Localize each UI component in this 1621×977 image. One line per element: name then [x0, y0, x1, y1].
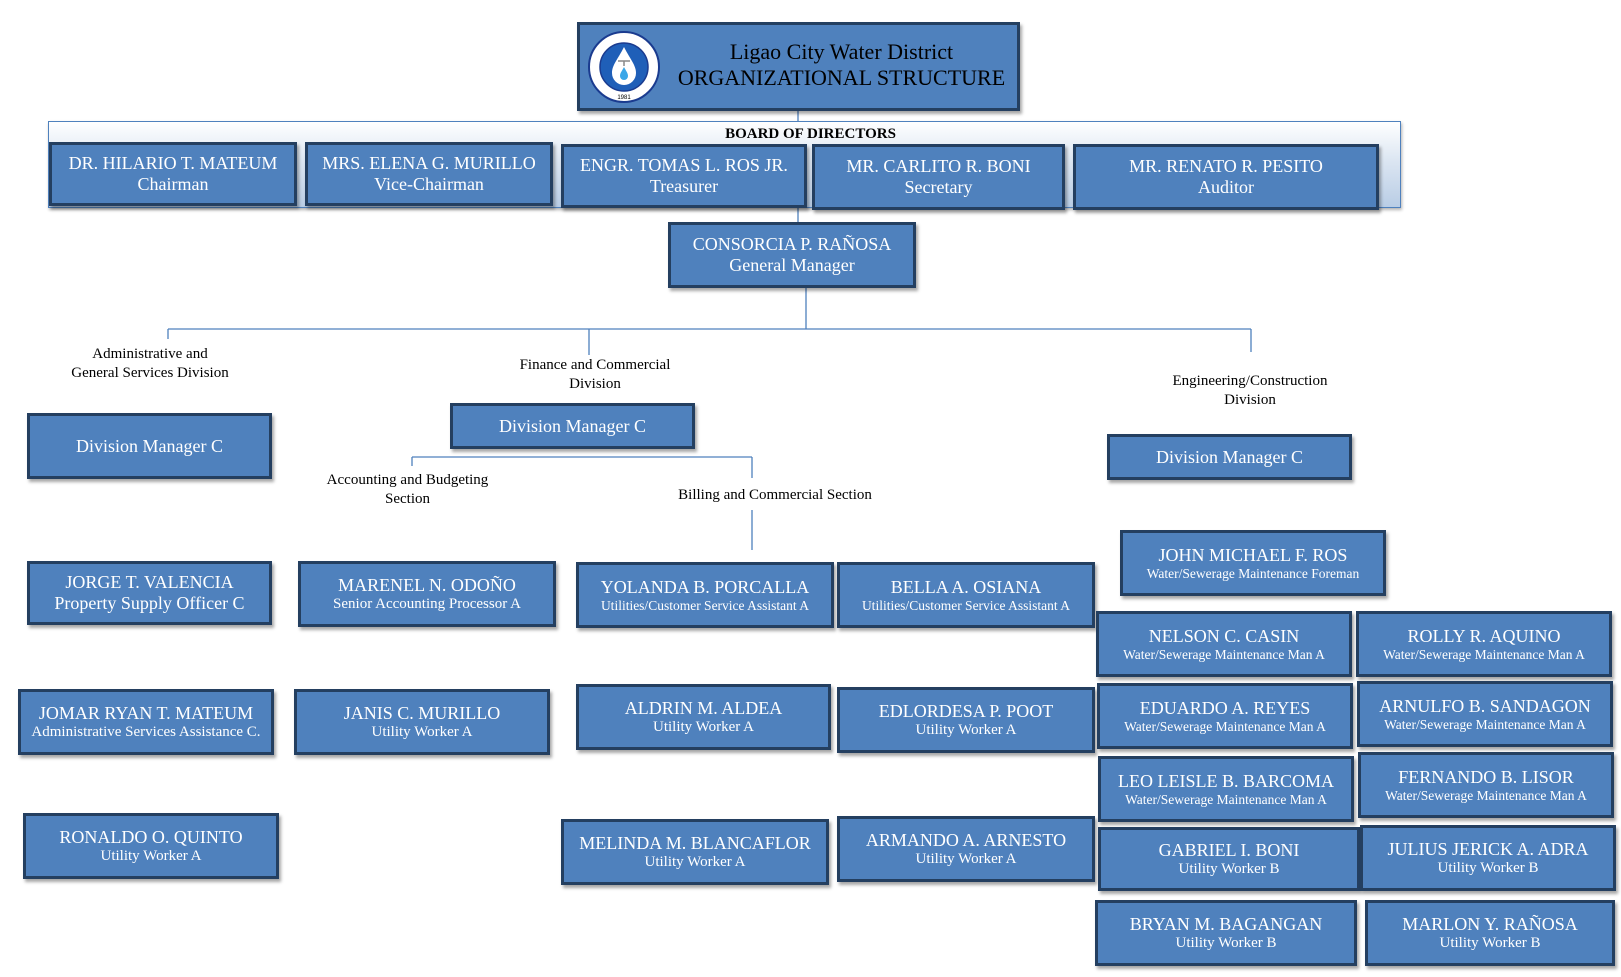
staff-jomar-mateum: JOMAR RYAN T. MATEUM Administrative Serv…	[18, 689, 274, 755]
staff-quinto: RONALDO O. QUINTO Utility Worker A	[23, 813, 279, 879]
board-title: BOARD OF DIRECTORS	[725, 126, 896, 142]
staff-valencia: JORGE T. VALENCIA Property Supply Office…	[27, 561, 272, 625]
gm-position: General Manager	[729, 255, 855, 275]
member-name: DR. HILARIO T. MATEUM	[68, 153, 278, 174]
chart-title: ORGANIZATIONAL STRUCTURE	[677, 65, 1006, 91]
member-position: Treasurer	[649, 176, 719, 196]
admin-division-manager: Division Manager C	[27, 413, 272, 479]
finance-division-manager: Division Manager C	[450, 403, 695, 449]
accounting-section-label: Accounting and Budgeting Section	[326, 472, 489, 507]
billing-section-label: Billing and Commercial Section	[678, 487, 872, 503]
staff-barcoma: LEO LEISLE B. BARCOMA Water/Sewerage Mai…	[1098, 756, 1354, 822]
staff-adra: JULIUS JERICK A. ADRA Utility Worker B	[1360, 825, 1616, 891]
member-position: Auditor	[1198, 177, 1254, 197]
staff-casin: NELSON C. CASIN Water/Sewerage Maintenan…	[1096, 611, 1352, 677]
board-member-secretary: MR. CARLITO R. BONI Secretary	[812, 144, 1065, 210]
board-member-treasurer: ENGR. TOMAS L. ROS JR. Treasurer	[561, 144, 807, 208]
staff-reyes: EDUARDO A. REYES Water/Sewerage Maintena…	[1097, 683, 1353, 749]
staff-ros-foreman: JOHN MICHAEL F. ROS Water/Sewerage Maint…	[1120, 530, 1386, 596]
staff-poot: EDLORDESA P. POOT Utility Worker A	[837, 687, 1095, 753]
member-name: MRS. ELENA G. MURILLO	[322, 153, 536, 174]
member-name: MR. RENATO R. PESITO	[1129, 156, 1323, 177]
staff-sandagon: ARNULFO B. SANDAGON Water/Sewerage Maint…	[1357, 681, 1613, 747]
board-member-vice-chairman: MRS. ELENA G. MURILLO Vice-Chairman	[305, 142, 553, 206]
engineering-division-manager: Division Manager C	[1107, 434, 1352, 480]
gm-name: CONSORCIA P. RAÑOSA	[692, 234, 892, 255]
member-name: ENGR. TOMAS L. ROS JR.	[580, 155, 788, 176]
staff-ranosa: MARLON Y. RAÑOSA Utility Worker B	[1365, 900, 1615, 966]
title-box: 1981 Ligao City Water District ORGANIZAT…	[577, 22, 1020, 111]
member-position: Secretary	[904, 177, 973, 197]
org-name: Ligao City Water District	[729, 39, 954, 64]
staff-porcalla: YOLANDA B. PORCALLA Utilities/Customer S…	[576, 562, 834, 628]
member-position: Vice-Chairman	[374, 174, 484, 194]
finance-division-label: Finance and Commercial Division	[519, 357, 671, 392]
general-manager-box: CONSORCIA P. RAÑOSA General Manager	[668, 222, 916, 288]
admin-division-label: Administrative and General Services Divi…	[71, 346, 229, 381]
engineering-division-label: Engineering/Construction Division	[1172, 373, 1328, 408]
member-name: MR. CARLITO R. BONI	[846, 156, 1031, 177]
staff-aldea: ALDRIN M. ALDEA Utility Worker A	[576, 684, 831, 750]
board-member-chairman: DR. HILARIO T. MATEUM Chairman	[49, 142, 297, 206]
staff-murillo: JANIS C. MURILLO Utility Worker A	[294, 689, 550, 755]
svg-text:1981: 1981	[617, 95, 631, 101]
staff-blancaflor: MELINDA M. BLANCAFLOR Utility Worker A	[561, 819, 829, 885]
staff-lisor: FERNANDO B. LISOR Water/Sewerage Mainten…	[1358, 752, 1614, 818]
staff-osiana: BELLA A. OSIANA Utilities/Customer Servi…	[837, 562, 1095, 628]
staff-odono: MARENEL N. ODOÑO Senior Accounting Proce…	[298, 561, 556, 627]
board-member-auditor: MR. RENATO R. PESITO Auditor	[1073, 144, 1379, 210]
staff-arnesto: ARMANDO A. ARNESTO Utility Worker A	[837, 816, 1095, 882]
staff-aquino: ROLLY R. AQUINO Water/Sewerage Maintenan…	[1356, 611, 1612, 677]
staff-bagangan: BRYAN M. BAGANGAN Utility Worker B	[1095, 900, 1357, 966]
staff-boni: GABRIEL I. BONI Utility Worker B	[1098, 827, 1360, 891]
member-position: Chairman	[137, 174, 209, 194]
water-district-logo: 1981	[588, 31, 660, 103]
